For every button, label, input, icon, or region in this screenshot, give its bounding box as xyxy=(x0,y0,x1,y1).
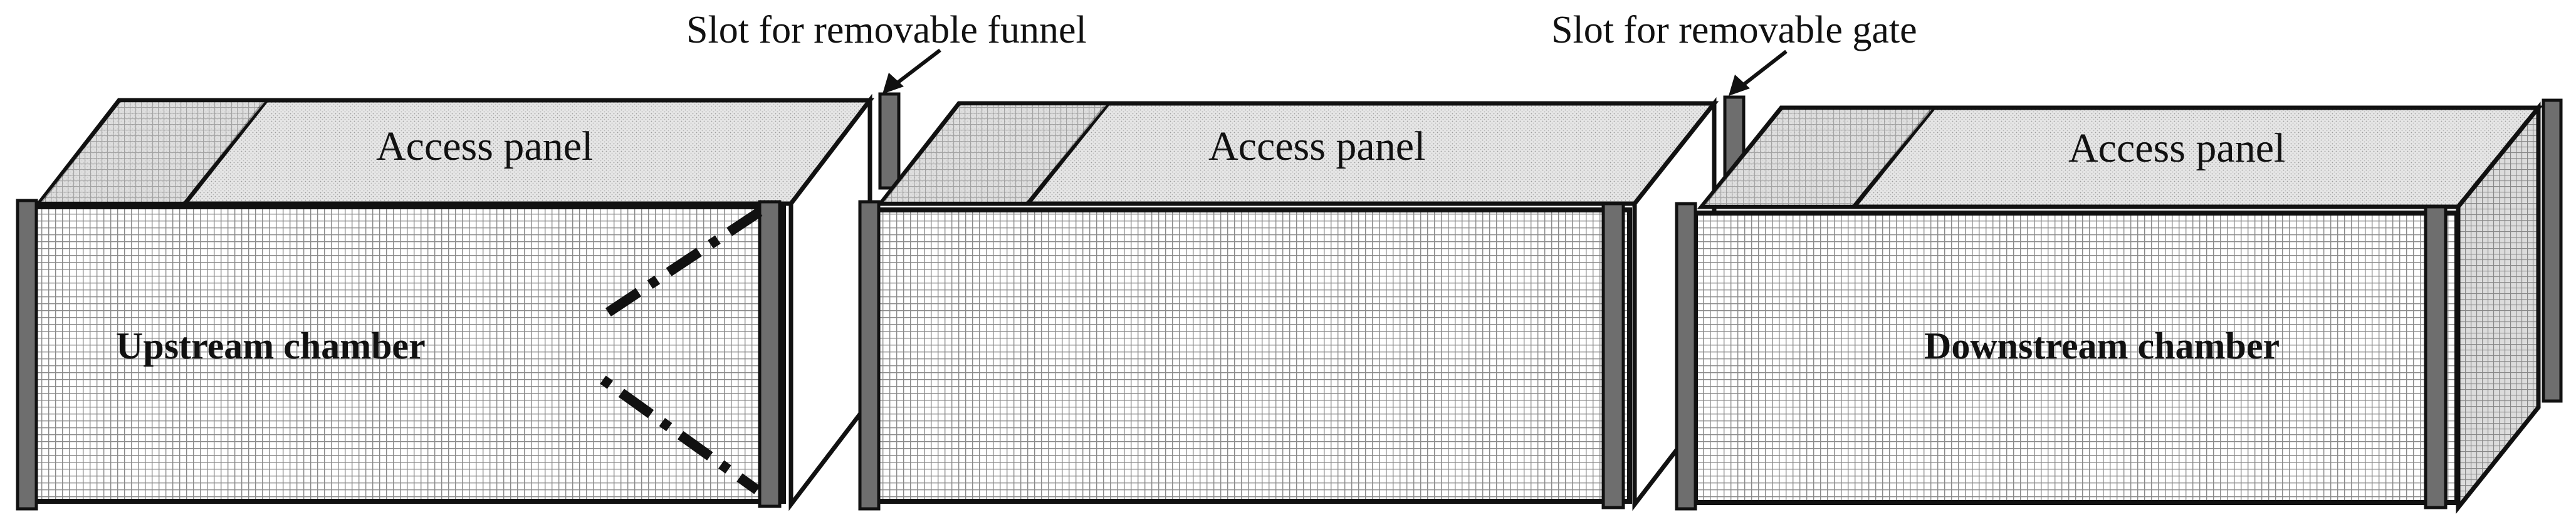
chamber-2-left-post xyxy=(858,200,881,511)
chamber-1-access-panel-label: Access panel xyxy=(376,123,593,169)
chamber-3-top-corner-mesh xyxy=(1705,110,1932,205)
chamber-1-left-post xyxy=(16,199,38,511)
chamber-3-front-mesh xyxy=(1693,211,2459,505)
upstream-chamber-label: Upstream chamber xyxy=(116,325,426,367)
funnel-callout-arrow xyxy=(882,48,941,94)
downstream-chamber xyxy=(1675,98,2563,514)
chamber-3-right-post xyxy=(2424,205,2448,509)
chamber-3-back-post xyxy=(2542,98,2563,403)
chamber-1-top-divider xyxy=(183,98,268,206)
middle-chamber xyxy=(858,95,1746,511)
chamber-3-top-divider xyxy=(1852,106,1935,209)
downstream-chamber-label: Downstream chamber xyxy=(1924,325,2280,367)
chamber-3-access-panel-label: Access panel xyxy=(2068,125,2285,171)
chamber-2-top-corner-mesh xyxy=(884,105,1106,202)
chamber-1-right-post xyxy=(758,200,782,508)
chamber-2-front-mesh xyxy=(875,207,1632,504)
chamber-2-right-post xyxy=(1601,202,1625,509)
gate-slot-label: Slot for removable gate xyxy=(1551,9,1917,51)
funnel-slot-post xyxy=(878,92,901,190)
chamber-1-top-corner-mesh xyxy=(41,102,264,202)
funnel-line-upper xyxy=(602,207,763,319)
upstream-chamber xyxy=(16,92,901,511)
chamber-2-top-divider xyxy=(1026,102,1110,206)
chamber-3-left-post xyxy=(1675,202,1697,511)
chamber-2-access-panel-label: Access panel xyxy=(1208,123,1425,169)
funnel-slot-label: Slot for removable funnel xyxy=(686,9,1087,51)
gate-callout-arrow xyxy=(1729,50,1788,96)
chamber-1-front-mesh xyxy=(29,204,786,504)
funnel-line-lower xyxy=(600,375,760,494)
